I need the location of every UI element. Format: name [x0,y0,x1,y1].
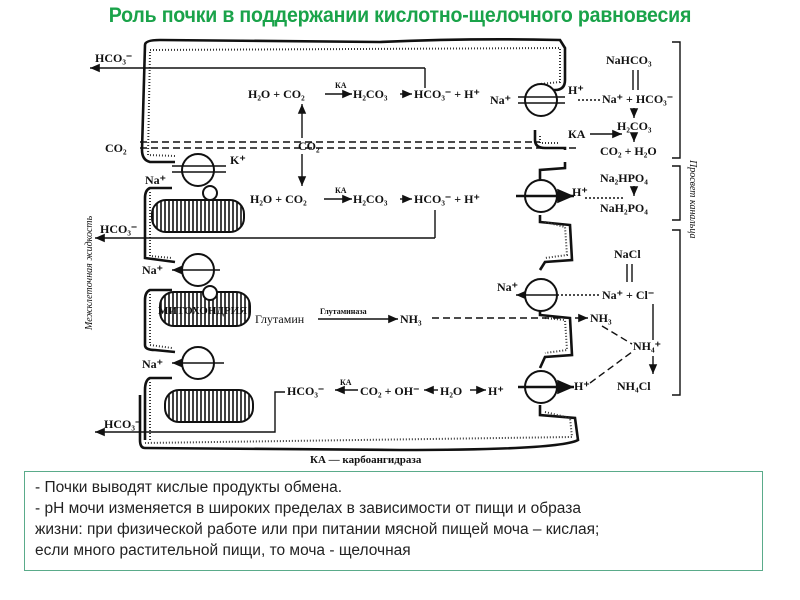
k-ion: K⁺ [230,153,246,167]
row2-carbonic-acid: H₂CO₃ [353,192,388,206]
hco3-out-top: HCO₃⁻ [95,51,132,65]
na-left-2: Na⁺ [142,263,163,277]
nh3-intracellular: NH₃ [400,312,422,326]
basolateral-pump-2 [172,253,220,301]
nahco3: NaHCO₃ [606,53,652,67]
na-left-3: Na⁺ [142,357,163,371]
bracket-ammonia [672,229,681,396]
row4-bicarbonate: HCO₃⁻ [287,384,324,398]
bracket-phosphate [672,165,681,221]
co2-plus-water: CO₂ + H₂O [600,144,657,158]
interstitial-fluid-label: Межклеточная жидкость [84,215,95,331]
na-plus-hco3: Na⁺ + HCO₃⁻ [602,92,673,106]
row1-carbonic-acid: H₂CO₃ [353,87,388,101]
legend-carbonic-anhydrase: КА — карбоангидраза [310,454,422,466]
note-line: жизни: при физической работе или при пит… [35,521,600,538]
ammonium: NH₄⁺ [633,339,661,353]
mitochondrion-top [151,199,245,233]
co2-center: CO₂ [298,139,320,153]
apical-na-1: Na⁺ [490,93,511,107]
row4-water: H₂O [440,384,462,398]
na-left-1: Na⁺ [145,173,166,187]
apical-antiporter-3 [516,278,558,312]
slide-title: Роль почки в поддержании кислотно-щелочн… [108,4,692,27]
hco3-out-bottom: HCO₃⁻ [104,417,141,431]
na-plus-cl: Na⁺ + Cl⁻ [602,288,654,302]
row4-proton: H⁺ [488,384,504,398]
kidney-acid-base-diagram: МИТОХОНДРИЯ HCO₃⁻ CO₂ Na⁺ K⁺ HC [84,38,698,466]
apical-proton-pump-4 [518,370,574,404]
notes-box: - Почки выводят кислые продукты обмена. … [24,471,763,571]
note-line: - pH мочи изменяется в широких пределах … [35,500,581,517]
nh3-lumen: NH₃ [590,311,612,325]
row2-products: HCO₃⁻ + H⁺ [414,192,480,206]
row4-enzyme: КА [340,378,352,387]
co2-left: CO₂ [105,141,127,155]
apical-antiporter-1 [518,83,565,117]
row2-reactants: H₂O + CO₂ [250,192,307,206]
mitochondrion-bottom [164,389,254,423]
note-line: - Почки выводят кислые продукты обмена. [35,479,343,496]
basolateral-pump-1 [172,153,226,201]
glutamine: Глутамин [255,312,305,326]
nacl: NaCl [614,247,641,261]
row2-enzyme: КА [335,186,347,195]
hco3-out-mid: HCO₃⁻ [100,222,137,236]
apical-h-2: H⁺ [572,185,588,199]
row1-reactants: H₂O + CO₂ [248,87,305,101]
tubule-lumen-label: Просвет канальца [687,159,698,238]
row4-co2-oh: CO₂ + OH⁻ [360,384,419,398]
mitochondria-label: МИТОХОНДРИЯ [158,305,247,317]
carbonic-acid-lumen: H₂CO₃ [617,119,652,133]
ka-lumen: КА [568,127,586,141]
row1-products: HCO₃⁻ + H⁺ [414,87,480,101]
basolateral-pump-3 [172,346,224,380]
glutaminase: Глутаминаза [320,307,367,316]
note-line: если много растительной пищи, то моча - … [35,542,411,559]
ammonium-chloride: NH₄Cl [617,379,651,393]
cell-membrane [138,38,580,452]
row1-enzyme: КА [335,81,347,90]
na2hpo4: Na₂HPO₄ [600,171,648,185]
bracket-bicarbonate [672,41,681,159]
nah2po4: NaH₂PO₄ [600,201,648,215]
apical-proton-pump-2 [516,179,574,213]
apical-h-4: H⁺ [574,379,590,393]
apical-h-1: H⁺ [568,83,584,97]
apical-na-3: Na⁺ [497,280,518,294]
